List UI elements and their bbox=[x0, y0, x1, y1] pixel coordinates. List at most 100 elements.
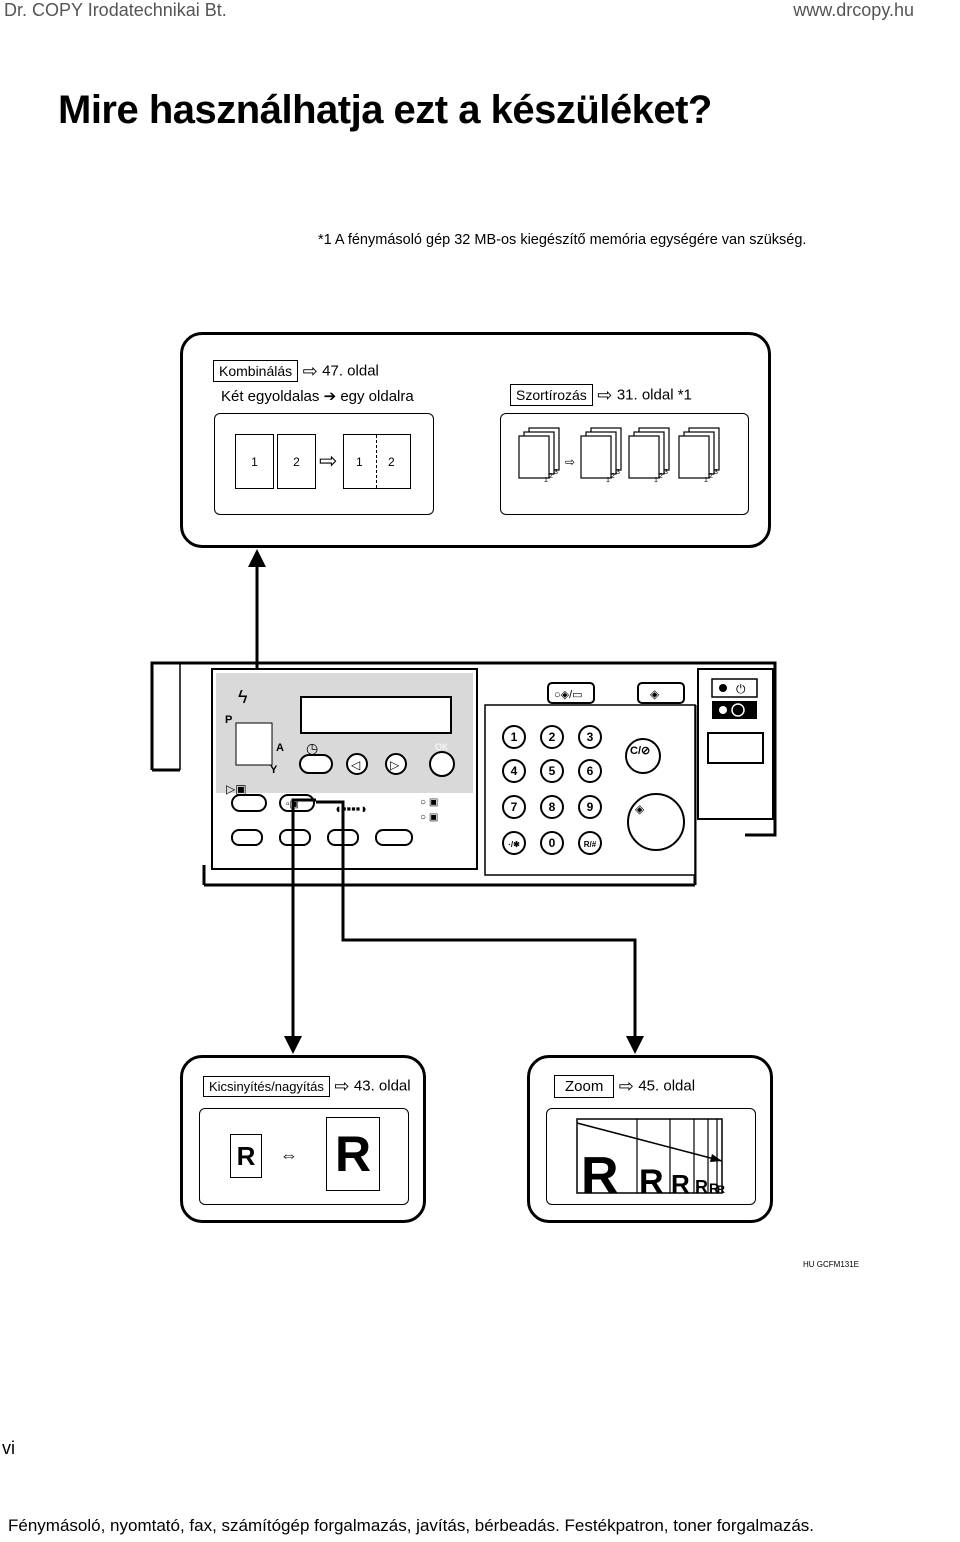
svg-text:▷: ▷ bbox=[390, 758, 400, 772]
control-panel: ⏻ ○◈/▭ ◈ ϟ P A Y ◷ ◁ ▷ OK ▷▣ ▫▣ ◖▪▪▪▪◗ ○… bbox=[150, 661, 777, 887]
svg-text:P: P bbox=[225, 714, 232, 726]
svg-text:3: 3 bbox=[587, 730, 594, 744]
svg-text:3: 3 bbox=[616, 469, 620, 476]
sort-stack-2: 123 bbox=[628, 427, 670, 484]
svg-text:1: 1 bbox=[654, 477, 658, 484]
keypad-key-8[interactable]: 9 bbox=[578, 795, 602, 819]
keypad-key-11[interactable]: R/# bbox=[578, 831, 602, 855]
ok-label: OK bbox=[435, 742, 448, 752]
combine-heading: Kombinálás ⇨ 47. oldal bbox=[213, 359, 379, 382]
svg-text:2: 2 bbox=[549, 730, 556, 744]
keypad-key-4[interactable]: 5 bbox=[540, 759, 564, 783]
keypad-key-3[interactable]: 4 bbox=[502, 759, 526, 783]
svg-text:0: 0 bbox=[549, 836, 556, 850]
header-url[interactable]: www.drcopy.hu bbox=[793, 0, 914, 20]
page-2: 2 bbox=[277, 434, 316, 489]
svg-text:2: 2 bbox=[709, 473, 713, 480]
svg-text:7: 7 bbox=[511, 800, 518, 814]
reduce-enlarge-ref: 43. oldal bbox=[353, 1077, 411, 1095]
svg-text:1: 1 bbox=[704, 477, 708, 484]
sort-ref: 31. oldal *1 bbox=[616, 386, 692, 404]
svg-text:3: 3 bbox=[554, 469, 558, 476]
two-way-arrow-icon: ⇔ bbox=[280, 1145, 298, 1165]
svg-text:1: 1 bbox=[511, 730, 518, 744]
keypad-key-2[interactable]: 3 bbox=[578, 725, 602, 749]
keypad-key-1[interactable]: 2 bbox=[540, 725, 564, 749]
large-r: R bbox=[326, 1117, 380, 1191]
combined-page: 1 2 bbox=[343, 434, 411, 489]
svg-text:6: 6 bbox=[587, 764, 594, 778]
sort-stack-1: 123 bbox=[580, 427, 622, 484]
sort-label: Szortírozás bbox=[510, 383, 593, 406]
arrow-right-outline-icon: ⇨ bbox=[302, 361, 318, 381]
svg-text:3: 3 bbox=[714, 469, 718, 476]
footnote: *1 A fénymásoló gép 32 MB-os kiegészítő … bbox=[318, 232, 807, 248]
svg-text:5: 5 bbox=[549, 764, 556, 778]
svg-text:1: 1 bbox=[544, 477, 548, 484]
power-indicator-icon: ⏻ bbox=[736, 682, 746, 696]
svg-text:·/✱: ·/✱ bbox=[508, 840, 520, 849]
svg-text:4: 4 bbox=[511, 764, 518, 778]
sort-stack-3: 123 bbox=[678, 427, 720, 484]
svg-text:○ ▣: ○ ▣ bbox=[420, 812, 438, 823]
keypad-key-0[interactable]: 1 bbox=[502, 725, 526, 749]
page-number: vi bbox=[2, 1438, 15, 1458]
svg-text:2: 2 bbox=[549, 473, 553, 480]
reduce-enlarge-heading: Kicsinyítés/nagyítás ⇨ 43. oldal bbox=[203, 1075, 411, 1097]
combine-desc-2: egy oldalra bbox=[340, 388, 414, 405]
jam-icon: ϟ bbox=[238, 687, 248, 707]
zoom-r-3: R bbox=[695, 1177, 708, 1197]
reduce-enlarge-box: Kicsinyítés/nagyítás ⇨ 43. oldal R ⇔ R bbox=[180, 1055, 426, 1223]
svg-text:A: A bbox=[276, 742, 284, 754]
combine-desc: Két egyoldalas ➔ egy oldalra bbox=[221, 387, 414, 405]
combined-page-right: 2 bbox=[388, 454, 395, 469]
clear-label: C/⊘ bbox=[630, 745, 650, 757]
sort-heading: Szortírozás ⇨ 31. oldal *1 bbox=[510, 383, 692, 406]
arrow-right-icon: ➔ bbox=[323, 388, 337, 405]
svg-text:▷▣: ▷▣ bbox=[226, 782, 247, 796]
svg-text:◈: ◈ bbox=[650, 687, 660, 701]
combine-label: Kombinálás bbox=[213, 359, 299, 382]
keypad-key-9[interactable]: ·/✱ bbox=[502, 831, 526, 855]
svg-text:2: 2 bbox=[659, 473, 663, 480]
zoom-label: Zoom bbox=[554, 1074, 615, 1098]
svg-text:◁: ◁ bbox=[351, 758, 361, 772]
svg-text:9: 9 bbox=[587, 800, 594, 814]
timer-icon: ◷ bbox=[306, 740, 318, 756]
page-title: Mire használhatja ezt a készüléket? bbox=[58, 88, 712, 132]
keypad-key-10[interactable]: 0 bbox=[540, 831, 564, 855]
zoom-ref: 45. oldal bbox=[638, 1077, 696, 1095]
arrow-right-outline-icon: ⇨ bbox=[319, 448, 338, 473]
zoom-r-5: R bbox=[717, 1184, 725, 1196]
connector-arrows-down bbox=[284, 798, 644, 1054]
keypad-key-6[interactable]: 7 bbox=[502, 795, 526, 819]
combine-desc-1: Két egyoldalas bbox=[221, 388, 320, 405]
small-r: R bbox=[230, 1134, 262, 1178]
sort-stack-0: 123 bbox=[518, 427, 560, 484]
reduce-enlarge-illustration: R ⇔ R bbox=[199, 1108, 409, 1205]
svg-text:2: 2 bbox=[611, 473, 615, 480]
svg-text:3: 3 bbox=[664, 469, 668, 476]
top-feature-box: Kombinálás ⇨ 47. oldal Két egyoldalas ➔ … bbox=[180, 332, 771, 548]
arrow-right-outline-icon: ⇨ bbox=[618, 1076, 634, 1096]
keypad-key-5[interactable]: 6 bbox=[578, 759, 602, 783]
arrow-right-outline-icon: ⇨ bbox=[334, 1076, 350, 1096]
footer-text: Fénymásoló, nyomtató, fax, számítógép fo… bbox=[8, 1516, 815, 1535]
combine-ref: 47. oldal bbox=[322, 362, 379, 380]
header-company: Dr. COPY Irodatechnikai Bt. bbox=[4, 0, 227, 20]
svg-text:8: 8 bbox=[549, 800, 556, 814]
zoom-r-2: R bbox=[671, 1169, 690, 1199]
zoom-heading: Zoom ⇨ 45. oldal bbox=[554, 1074, 696, 1098]
page-1: 1 bbox=[235, 434, 274, 489]
arrow-right-outline-icon: ⇨ bbox=[565, 455, 575, 469]
combined-page-left: 1 bbox=[356, 454, 363, 469]
reduce-enlarge-label: Kicsinyítés/nagyítás bbox=[203, 1075, 330, 1097]
svg-text:○ ▣: ○ ▣ bbox=[420, 797, 438, 808]
svg-text:◈: ◈ bbox=[635, 802, 645, 816]
arrow-right-outline-icon: ⇨ bbox=[597, 385, 613, 405]
keypad-key-7[interactable]: 8 bbox=[540, 795, 564, 819]
